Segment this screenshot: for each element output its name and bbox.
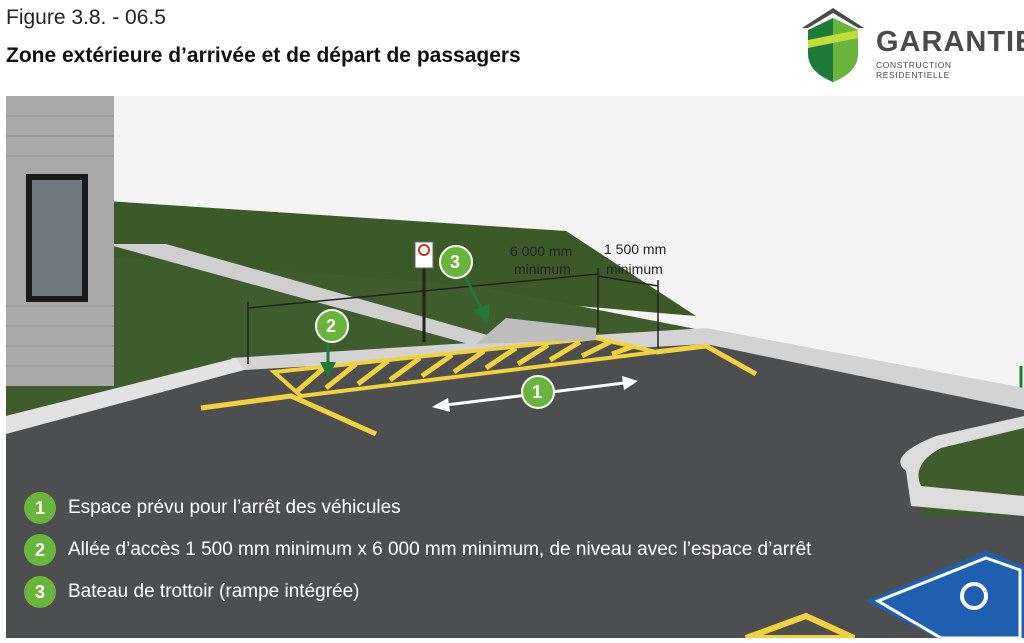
marker-2 xyxy=(315,309,349,343)
logo-subtitle: CONSTRUCTION RESIDENTIELLE xyxy=(876,60,952,80)
marker-1 xyxy=(521,375,555,409)
dim-width-value: 1 500 mm xyxy=(604,241,666,257)
arrow-down-icon xyxy=(474,304,490,324)
sidewalk xyxy=(231,328,1024,410)
legend-badge: 2 xyxy=(24,534,56,566)
logo-wordmark: GARANTIE xyxy=(876,26,1024,58)
svg-text:1: 1 xyxy=(532,382,542,402)
figure-number: Figure 3.8. - 06.5 xyxy=(6,6,166,29)
dimension-line-length xyxy=(247,273,599,309)
figure-title: Zone extérieure d’arrivée et de départ d… xyxy=(6,44,521,67)
dim-length-value: 6 000 mm xyxy=(510,243,572,259)
dim-length-qualifier: minimum xyxy=(514,261,571,277)
walkway-back xyxy=(106,244,526,346)
legend-item: 3 Bateau de trottoir (rampe intégrée) xyxy=(24,576,984,608)
legend-item: 2 Allée d’accès 1 500 mm minimum x 6 000… xyxy=(24,534,984,566)
dim-width-qualifier: minimum xyxy=(606,261,663,277)
header: Figure 3.8. - 06.5 Zone extérieure d’arr… xyxy=(0,0,1024,92)
svg-text:2: 2 xyxy=(326,316,336,336)
legend-item: 1 Espace prévu pour l’arrêt des véhicule… xyxy=(24,492,984,524)
curb xyxy=(6,358,244,434)
dimension-line-width xyxy=(597,275,659,287)
illustration: 6 000 mm minimum 1 500 mm minimum 2 3 1 xyxy=(4,94,1024,641)
legend-text: Bateau de trottoir (rampe intégrée) xyxy=(68,581,360,602)
legend-badge: 1 xyxy=(24,492,56,524)
grass-back xyxy=(106,201,696,316)
legend-text: Espace prévu pour l’arrêt des véhicules xyxy=(68,497,401,518)
svg-text:3: 3 xyxy=(450,252,460,272)
grass-lawn xyxy=(6,256,706,416)
legend-badge: 3 xyxy=(24,576,56,608)
garantie-logo: GARANTIE CONSTRUCTION RESIDENTIELLE xyxy=(798,4,1024,84)
arrow-down-icon xyxy=(320,362,336,378)
scene-drawing: 6 000 mm minimum 1 500 mm minimum 2 3 1 xyxy=(4,94,1024,641)
legend-text: Allée d’accès 1 500 mm minimum x 6 000 m… xyxy=(68,539,812,560)
house-shield-logo-icon xyxy=(802,8,864,82)
curb-ramp xyxy=(476,318,596,344)
asphalt-road xyxy=(6,344,1024,638)
aisle-hatching xyxy=(294,339,635,394)
marker-3 xyxy=(439,245,473,279)
